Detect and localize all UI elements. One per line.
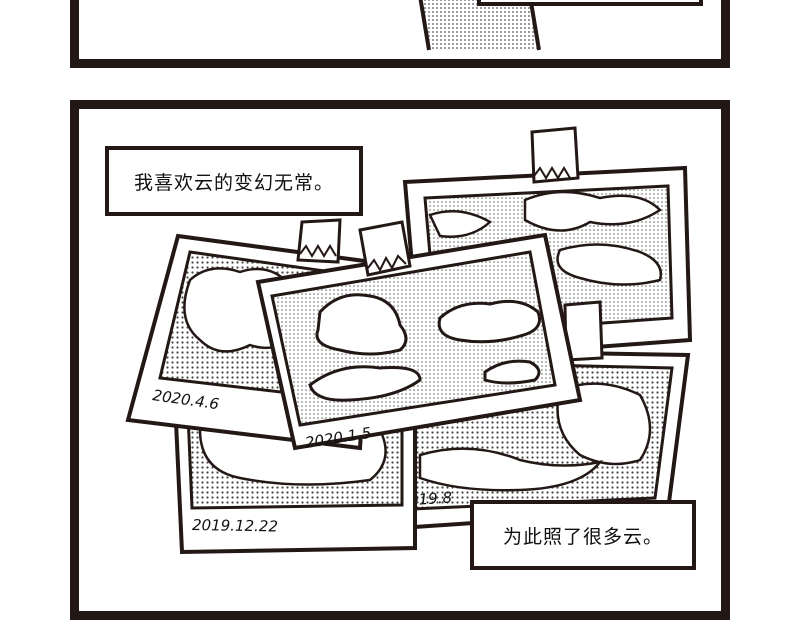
tape-left	[296, 218, 342, 264]
caption-box-first: 我喜欢云的变幻无常。	[105, 146, 363, 216]
top-caption-box	[477, 0, 703, 6]
top-panel-art	[418, 0, 703, 51]
tape-top-right	[530, 126, 580, 184]
tape-front-center	[358, 220, 412, 277]
screentone-wedge	[420, 0, 539, 50]
caption-text-first: 我喜欢云的变幻无常。	[133, 171, 334, 194]
caption-text-second: 为此照了很多云。	[502, 525, 663, 548]
photo-front-center: 2020.1.5	[255, 232, 583, 452]
comic-panel-top	[70, 0, 730, 68]
caption-box-second: 为此照了很多云。	[470, 500, 696, 570]
photo-date-3: 2019.12.22	[192, 516, 278, 535]
